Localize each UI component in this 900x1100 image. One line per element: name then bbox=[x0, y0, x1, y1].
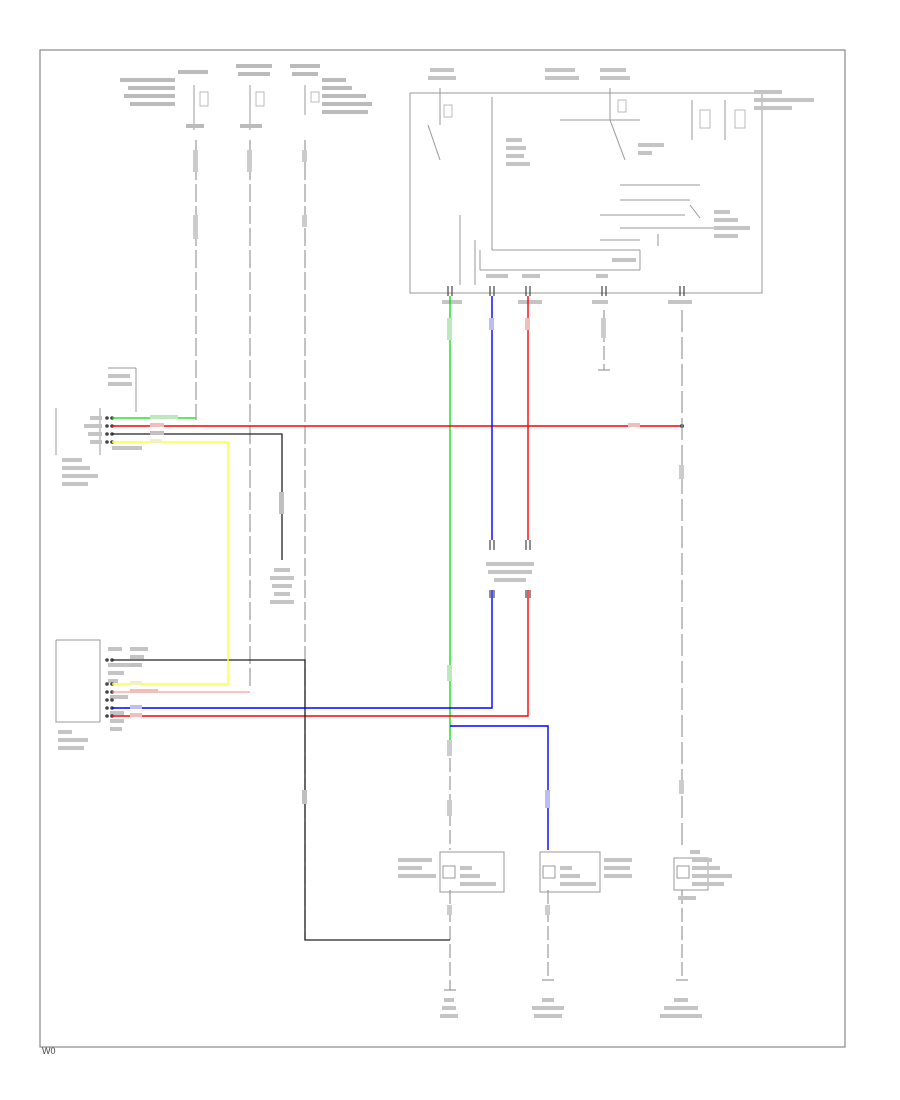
bcm-pins bbox=[105, 658, 114, 718]
ecm-pins bbox=[105, 416, 114, 444]
bcm-text bbox=[58, 647, 148, 750]
lh-sensor bbox=[398, 851, 505, 915]
control-module-internals bbox=[427, 88, 746, 285]
ground-lh bbox=[440, 989, 458, 1018]
rh-sensor bbox=[539, 851, 632, 915]
fuse-feed-wires bbox=[195, 140, 306, 940]
rear-sensor bbox=[673, 850, 732, 900]
black-wire-end-text bbox=[270, 568, 294, 604]
diagram-border bbox=[39, 49, 846, 1048]
ecm-text bbox=[62, 374, 142, 486]
wire-blue bbox=[112, 296, 549, 850]
wire-red bbox=[112, 296, 682, 717]
control-module-box bbox=[409, 92, 763, 294]
ground-rh bbox=[532, 979, 564, 1018]
joint-connector bbox=[486, 540, 534, 598]
wire-color-labels bbox=[130, 318, 684, 816]
bcm-connector bbox=[55, 639, 101, 723]
ecm-connector bbox=[55, 367, 137, 455]
wire-yellow bbox=[112, 441, 229, 685]
page-code-label: W0 bbox=[42, 1046, 56, 1056]
fuse-text-blocks bbox=[120, 64, 372, 128]
fuse-feed-labels bbox=[193, 150, 307, 239]
control-module-text bbox=[428, 68, 814, 304]
module-connector-pins bbox=[447, 286, 685, 296]
wire-green bbox=[112, 296, 451, 740]
ground-rear bbox=[660, 979, 702, 1018]
module-ground-label bbox=[601, 318, 606, 338]
fuse-group-left bbox=[193, 85, 320, 130]
